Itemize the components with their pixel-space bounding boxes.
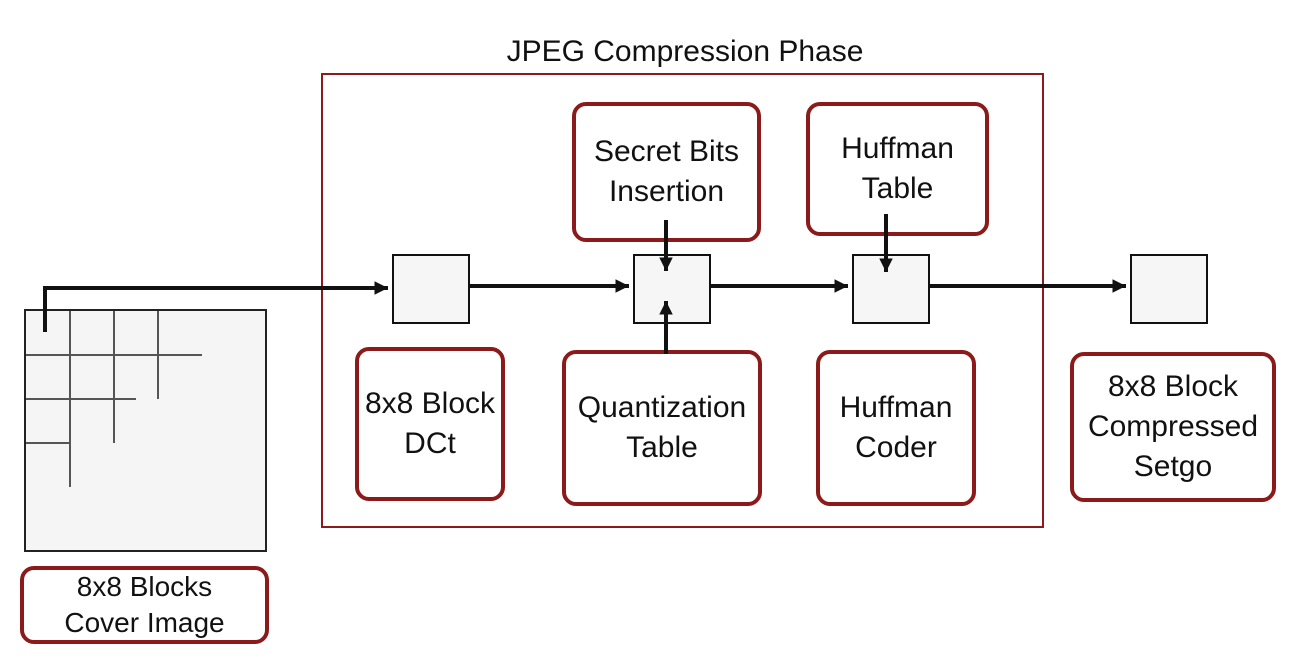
quantization-table-label: Quantization Table bbox=[562, 350, 762, 506]
dct-node bbox=[392, 254, 470, 324]
secret-bits-label: Secret Bits Insertion bbox=[572, 102, 761, 242]
huffman-table-label: Huffman Table bbox=[806, 102, 989, 236]
quantization-node bbox=[633, 254, 711, 324]
dct-label: 8x8 Block DCt bbox=[355, 347, 505, 501]
cover-image-label: 8x8 Blocks Cover Image bbox=[20, 566, 269, 644]
cover-grid-lines bbox=[26, 311, 202, 487]
compressed-block-label: 8x8 Block Compressed Setgo bbox=[1070, 352, 1276, 502]
cover-image-grid bbox=[24, 309, 267, 552]
huffman-coder-label: Huffman Coder bbox=[816, 350, 976, 506]
phase-title: JPEG Compression Phase bbox=[506, 35, 864, 68]
output-node bbox=[1130, 254, 1208, 324]
huffman-node bbox=[852, 254, 930, 324]
